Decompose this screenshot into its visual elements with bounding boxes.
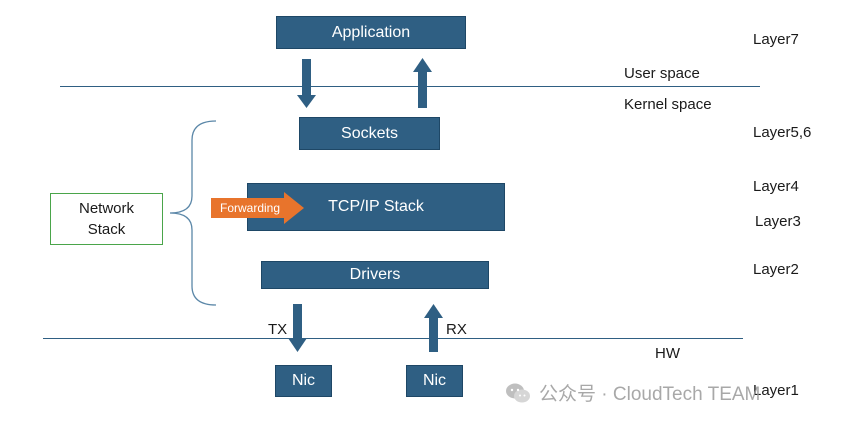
- rx-label: RX: [446, 321, 467, 338]
- nic-tx-box: Nic: [275, 365, 332, 397]
- layer7-label: Layer7: [753, 31, 799, 48]
- application-box: Application: [276, 16, 466, 49]
- watermark-text: 公众号 · CloudTech TEAM: [539, 384, 761, 405]
- network-stack-line2: Stack: [87, 221, 126, 238]
- rx-up-arrow: [424, 304, 443, 352]
- forwarding-arrow: [211, 192, 304, 224]
- layer4-label: Layer4: [753, 178, 799, 195]
- user-space-label: User space: [624, 65, 700, 82]
- nic-rx-box: Nic: [406, 365, 463, 397]
- hw-label: HW: [655, 345, 680, 362]
- sockets-box: Sockets: [299, 117, 440, 150]
- layer3-label: Layer3: [755, 213, 801, 230]
- app-down-arrow: [297, 59, 316, 108]
- forwarding-label: Forwarding: [220, 201, 281, 215]
- layer2-label: Layer2: [753, 261, 799, 278]
- tcpip-stack-label: TCP/IP Stack: [328, 198, 424, 215]
- kernel-space-label: Kernel space: [624, 96, 712, 113]
- layer1-label: Layer1: [753, 382, 799, 399]
- network-stack-line1: Network: [78, 200, 134, 217]
- tx-down-arrow: [288, 304, 307, 352]
- app-up-arrow: [413, 58, 432, 108]
- drivers-box: Drivers: [261, 261, 489, 289]
- wechat-icon: [506, 383, 530, 402]
- user-kernel-divider: [60, 86, 760, 87]
- network-stack-brace: [169, 120, 217, 306]
- tx-label: TX: [268, 321, 288, 338]
- layer56-label: Layer5,6: [753, 124, 812, 141]
- kernel-hw-divider: [43, 338, 743, 339]
- network-stack-box: Network Stack: [50, 193, 163, 245]
- watermark: 公众号 · CloudTech TEAM: [505, 379, 760, 406]
